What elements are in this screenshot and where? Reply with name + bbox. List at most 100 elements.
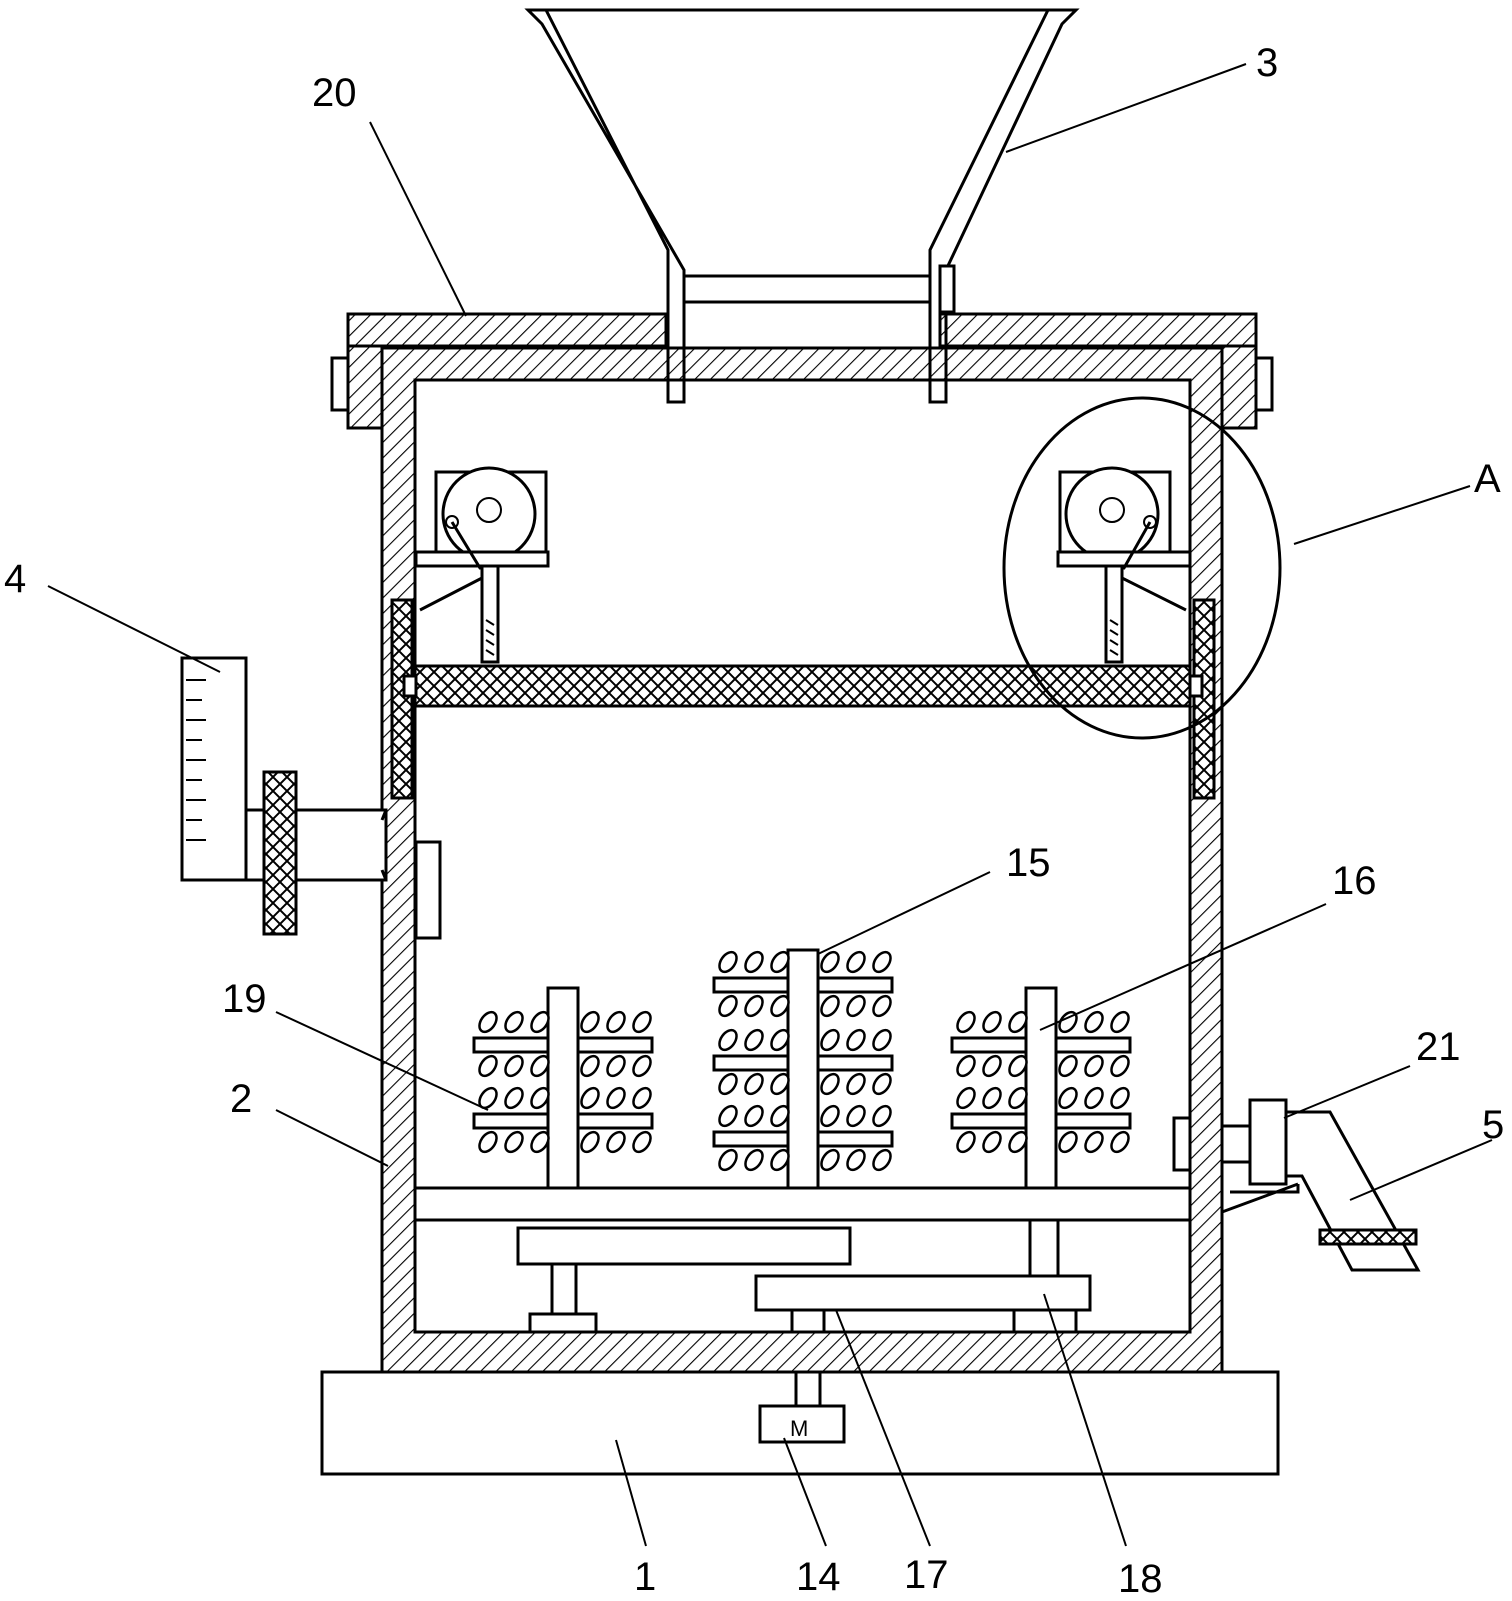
mixer-blade-arm <box>712 976 790 994</box>
motor-label: M <box>790 1416 808 1441</box>
mixer-leaf <box>718 994 738 1018</box>
mixer-leaf <box>820 994 840 1018</box>
mixer-leaf <box>820 1028 840 1052</box>
mixer-leaf <box>846 994 866 1018</box>
mixer-leaf <box>872 1104 892 1128</box>
drive-train <box>516 1218 1092 1444</box>
mixer-leaf <box>1058 1054 1078 1078</box>
mixer-leaf <box>846 1148 866 1172</box>
sieve-frame <box>390 598 1216 800</box>
mixer-leaf <box>632 1054 652 1078</box>
mixer-blade-arm <box>472 1112 550 1130</box>
callout-14: 14 <box>796 1555 841 1599</box>
mixer-blade-arm <box>576 1112 654 1130</box>
mixer-leaf <box>1008 1010 1028 1034</box>
mixer-leaf <box>770 1028 790 1052</box>
mixer-leaf <box>504 1010 524 1034</box>
callout-1: 1 <box>634 1555 656 1599</box>
mixer-leaf <box>820 950 840 974</box>
mixer-blade-arm <box>1054 1036 1132 1054</box>
mixer-leaf <box>1008 1086 1028 1110</box>
mixer-leaf <box>770 950 790 974</box>
mixer-leaf <box>1084 1054 1104 1078</box>
mixer-leaf <box>770 1148 790 1172</box>
mixer-leaf <box>1058 1086 1078 1110</box>
leader-lines <box>47 63 1493 1547</box>
mixer-leaf <box>770 1072 790 1096</box>
mixer-leaf <box>632 1086 652 1110</box>
mixer-shaft <box>1024 986 1058 1190</box>
callout-18: 18 <box>1118 1557 1163 1601</box>
detail-circle-a <box>1002 396 1282 740</box>
mixer-leaf <box>956 1054 976 1078</box>
mixer-leaf <box>718 950 738 974</box>
mixer-leaf <box>744 1028 764 1052</box>
callout-5: 5 <box>1482 1103 1504 1147</box>
mixer-leaf <box>872 994 892 1018</box>
mixer-blade-arm <box>576 1036 654 1054</box>
mixer-leaf <box>1110 1010 1130 1034</box>
left-tension-unit <box>414 466 550 664</box>
mixer-leaf <box>718 1028 738 1052</box>
mixer-shaft <box>786 948 820 1190</box>
mixer-blade-arm <box>950 1112 1028 1130</box>
callout-labels: 20 3 A 4 15 16 19 21 2 5 1 14 17 18 M <box>4 41 1504 1601</box>
mixer-leaf <box>606 1010 626 1034</box>
mixer-leaf <box>718 1072 738 1096</box>
mixer-leaf <box>872 1028 892 1052</box>
mixer-leaf <box>872 1148 892 1172</box>
mixer-leaf <box>530 1086 550 1110</box>
callout-21: 21 <box>1416 1025 1461 1069</box>
mixer-leaf <box>606 1054 626 1078</box>
mixer-blade-arm <box>1054 1112 1132 1130</box>
mixer-leaf <box>872 950 892 974</box>
mixer-leaf <box>744 994 764 1018</box>
mixer-leaf <box>1008 1130 1028 1154</box>
mixer-leaf <box>982 1010 1002 1034</box>
mixer-leaf <box>1110 1130 1130 1154</box>
mixer-leaf <box>530 1054 550 1078</box>
mixer-leaf <box>770 994 790 1018</box>
mixer-leaf <box>580 1130 600 1154</box>
mixer-leaf <box>744 950 764 974</box>
mixer-leaf <box>1110 1086 1130 1110</box>
mixer-leaf <box>718 1148 738 1172</box>
mixer-leaf <box>982 1130 1002 1154</box>
right-tension-unit <box>1056 466 1192 664</box>
mixer-leaf <box>478 1010 498 1034</box>
mixer-leaf <box>846 1104 866 1128</box>
mixer-leaf <box>956 1130 976 1154</box>
callout-3: 3 <box>1256 41 1278 85</box>
mixer-leaf <box>770 1104 790 1128</box>
mixer-shaft <box>546 986 580 1190</box>
callout-15: 15 <box>1006 841 1051 885</box>
mixer-leaf <box>846 1072 866 1096</box>
gauge-assembly <box>180 656 442 940</box>
mixer-leaf <box>1084 1130 1104 1154</box>
hopper <box>524 8 1080 404</box>
mixer-leaf <box>1058 1010 1078 1034</box>
mixer-leaf <box>1110 1054 1130 1078</box>
callout-a: A <box>1474 457 1501 501</box>
mixer-leaf <box>744 1104 764 1128</box>
mixer-leaf <box>718 1104 738 1128</box>
mixer-leaf <box>1084 1086 1104 1110</box>
support-bar <box>413 1186 1192 1222</box>
mixer-leaf <box>1058 1130 1078 1154</box>
mixer-leaf <box>580 1054 600 1078</box>
callout-16: 16 <box>1332 859 1377 903</box>
mixer-leaf <box>1084 1010 1104 1034</box>
mixer-blade-arm <box>712 1054 790 1072</box>
mixer-leaf <box>982 1054 1002 1078</box>
mixer-leaf <box>530 1010 550 1034</box>
mixer-leaf <box>504 1054 524 1078</box>
mixer-leaf <box>956 1086 976 1110</box>
mixer-leaf <box>606 1130 626 1154</box>
mixer-leaf <box>530 1130 550 1154</box>
mixer-leaf <box>820 1072 840 1096</box>
mixer-leaf <box>820 1104 840 1128</box>
mixer-blade-arm <box>950 1036 1028 1054</box>
callout-2: 2 <box>230 1077 252 1121</box>
mixer-leaf <box>744 1072 764 1096</box>
mixer-blade-arm <box>816 1054 894 1072</box>
